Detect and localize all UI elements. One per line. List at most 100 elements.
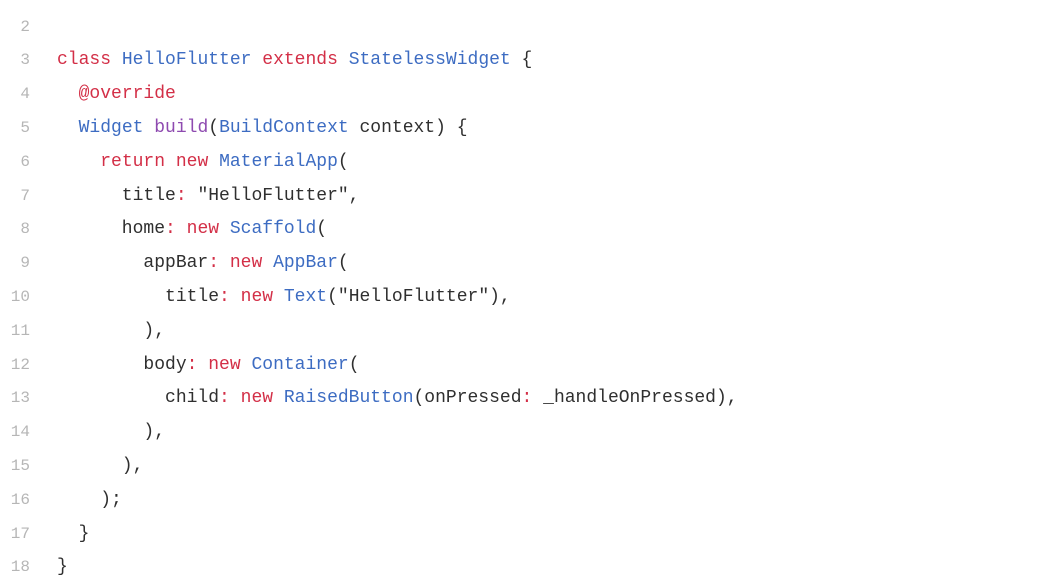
code-line[interactable]: 18} [0,551,1040,584]
code-token: AppBar [273,253,338,274]
line-number: 9 [20,254,30,273]
line-number: 13 [10,389,30,408]
code-token: ( [337,253,349,274]
code-token: title [57,185,176,206]
code-token [176,219,187,239]
code-line[interactable]: 12 body: new Container( [0,348,1040,382]
code-line[interactable]: 5 Widget build(BuildContext context) { [0,111,1040,145]
code-line[interactable]: 14 ), [0,415,1040,449]
code-text: ), [57,456,144,477]
code-token: new [240,287,274,308]
code-token [165,152,176,172]
code-token [230,388,241,408]
code-token: home [57,219,166,240]
code-token: ( [208,118,220,139]
code-token: build [154,118,209,139]
code-token [143,118,154,138]
code-token: ( [348,354,360,375]
code-token: ), [57,456,144,477]
code-text: appBar: new AppBar( [57,253,349,274]
code-line[interactable]: 13 child: new RaisedButton(onPressed: _h… [0,382,1040,416]
code-token: new [175,151,209,172]
line-number: 1 [0,0,30,2]
code-line[interactable]: 17 } [0,517,1040,551]
code-token: ); [57,489,122,510]
line-number: 8 [20,220,30,239]
line-number: 18 [10,558,30,577]
code-token: context) { [348,118,468,139]
code-text: title: new Text("HelloFlutter"), [57,287,511,307]
line-number: 14 [10,423,30,442]
code-text: return new MaterialApp( [57,151,349,172]
code-token: ("HelloFlutter"), [327,287,511,308]
code-line[interactable]: 8 home: new Scaffold( [0,213,1040,247]
code-token: extends [262,50,338,71]
code-token [111,50,122,70]
code-text: ), [57,422,165,442]
code-token: Container [251,354,349,375]
code-token [273,388,284,408]
code-token: new [240,388,274,409]
code-token [57,84,79,104]
code-token: : [219,388,230,409]
code-line[interactable]: 7 title: "HelloFlutter", [0,179,1040,213]
code-token: BuildContext [219,118,349,139]
code-token: body [57,354,187,375]
code-token: title [57,287,220,308]
line-number: 17 [10,524,30,543]
code-token [273,287,284,307]
code-token [251,50,262,70]
code-token [219,219,230,239]
line-number: 2 [20,17,30,36]
line-number: 7 [20,186,30,205]
code-token: "HelloFlutter", [186,185,360,206]
code-text: child: new RaisedButton(onPressed: _hand… [57,388,738,408]
code-token: return [100,151,166,172]
code-token [262,253,273,273]
code-text: body: new Container( [57,354,360,375]
line-number: 15 [10,457,30,476]
line-number: 10 [10,288,30,307]
code-token [338,50,349,70]
line-number: 6 [20,152,30,171]
line-number: 16 [10,490,30,509]
code-token: : [165,219,176,240]
line-number: 12 [10,355,30,374]
code-line[interactable]: 2 [0,10,1040,44]
code-text: ), [57,321,165,341]
code-text: } [57,523,90,544]
code-token [57,152,100,172]
code-token [241,355,252,375]
code-line[interactable]: 4 @override [0,77,1040,111]
line-number: 5 [20,119,30,138]
code-text: home: new Scaffold( [57,219,327,239]
code-token: Scaffold [229,219,317,240]
code-token: child [57,388,220,409]
code-token [208,152,219,172]
code-text: title: "HelloFlutter", [57,185,360,206]
code-token: new [186,219,220,240]
code-token: Widget [78,118,144,139]
code-line[interactable]: 9 appBar: new AppBar( [0,246,1040,280]
code-token [230,287,241,307]
code-line[interactable]: 11 ), [0,314,1040,348]
code-token: } [57,557,68,578]
code-token: { [510,50,533,71]
code-line[interactable]: 15 ), [0,449,1040,483]
code-text: Widget build(BuildContext context) { [57,118,468,138]
code-line[interactable]: 1 [0,0,1040,10]
code-line[interactable]: 6 return new MaterialApp( [0,145,1040,179]
code-token: ( [337,151,349,172]
line-number: 4 [20,85,30,104]
code-token: : [521,388,533,409]
code-line[interactable]: 16 ); [0,483,1040,517]
code-token [219,253,230,273]
code-token: new [208,354,241,375]
code-text: class HelloFlutter extends StatelessWidg… [57,50,532,70]
code-token: } [57,523,90,544]
code-token: @override [78,84,176,105]
line-number: 11 [10,321,30,340]
code-line[interactable]: 10 title: new Text("HelloFlutter"), [0,280,1040,314]
